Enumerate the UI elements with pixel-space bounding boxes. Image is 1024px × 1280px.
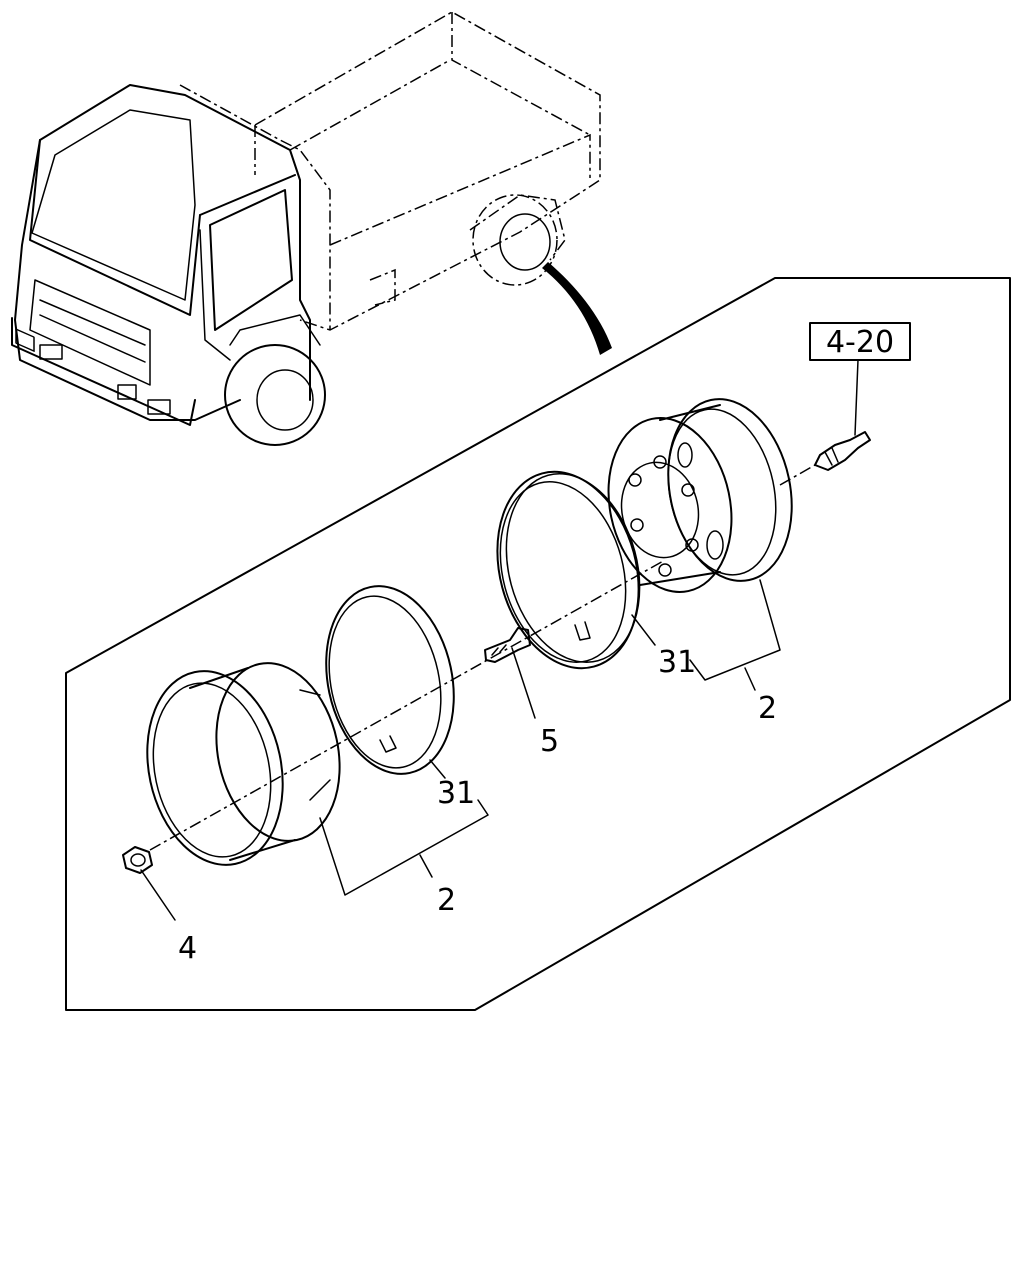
callout-stud: 5 (540, 724, 559, 759)
upper-wheel-disc (607, 398, 793, 593)
nut-part (122, 846, 153, 874)
callout-rear-wheel-lower: 2 (437, 883, 456, 918)
callout-side-ring-upper: 31 (658, 645, 696, 680)
upper-side-ring (496, 470, 641, 670)
detail-frame (65, 277, 1011, 1011)
pointer-arrow (542, 262, 612, 355)
callout-side-ring-lower: 31 (437, 776, 475, 811)
callout-nut: 4 (178, 931, 197, 966)
stud-part (484, 627, 531, 663)
reference-box: 4-20 (809, 322, 911, 436)
reference-label: 4-20 (826, 325, 894, 360)
valve-part (814, 431, 871, 471)
lower-rim (146, 662, 341, 866)
callout-rear-wheel-upper: 2 (758, 691, 777, 726)
truck-illustration (11, 11, 601, 446)
lower-side-ring (325, 585, 455, 775)
